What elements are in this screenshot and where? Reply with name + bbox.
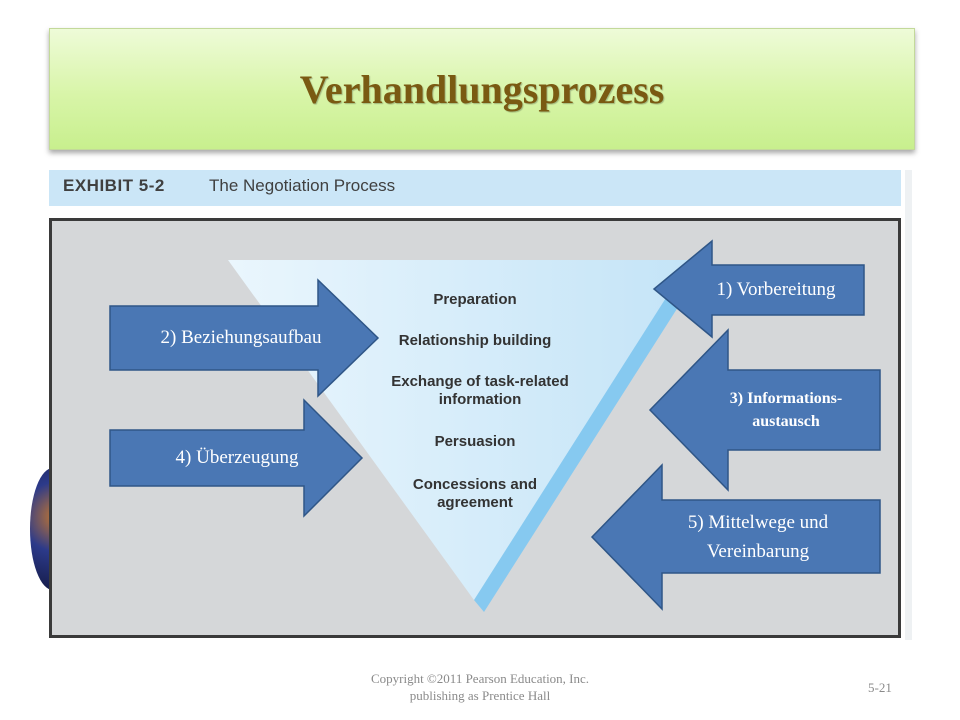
arrow-mittelwege [590, 463, 881, 611]
label-mittelwege: 5) Mittelwege und Vereinbarung [687, 512, 829, 562]
exhibit-label: EXHIBIT 5-2 [63, 176, 165, 195]
label-informationsaustausch: 3) Informations-austausch [729, 390, 843, 430]
exhibit-header: EXHIBIT 5-2 The Negotiation Process [49, 170, 901, 206]
stage-preparation: Preparation [433, 291, 517, 308]
stage-concessions-agreement: Concessions and agreement [412, 476, 538, 511]
slide-number: 5-21 [868, 680, 892, 695]
exhibit-title: The Negotiation Process [209, 176, 396, 195]
copyright-line-1: Copyright ©2011 Pearson Education, Inc. [370, 671, 590, 686]
arrow-ueberzeugung [109, 398, 364, 518]
stage-exchange-information: Exchange of task-related information [391, 373, 569, 408]
arrow-beziehungsaufbau [109, 278, 380, 398]
title-bar: Verhandlungsprozess [49, 28, 915, 150]
exhibit-edge [905, 170, 912, 640]
copyright-line-2: publishing as Prentice Hall [409, 688, 551, 703]
footer-copyright: Copyright ©2011 Pearson Education, Inc. … [0, 670, 960, 704]
stage-persuasion: Persuasion [434, 433, 516, 450]
funnel-edge [474, 260, 708, 612]
label-ueberzeugung: 4) Überzeugung [175, 447, 299, 468]
slide-title: Verhandlungsprozess [299, 66, 665, 112]
arrow-informationsaustausch [648, 328, 881, 492]
label-beziehungsaufbau: 2) Beziehungsaufbau [160, 327, 322, 348]
stage-relationship-building: Relationship building [398, 332, 552, 349]
label-vorbereitung: 1) Vorbereitung [716, 279, 836, 300]
arrow-vorbereitung [652, 239, 865, 339]
